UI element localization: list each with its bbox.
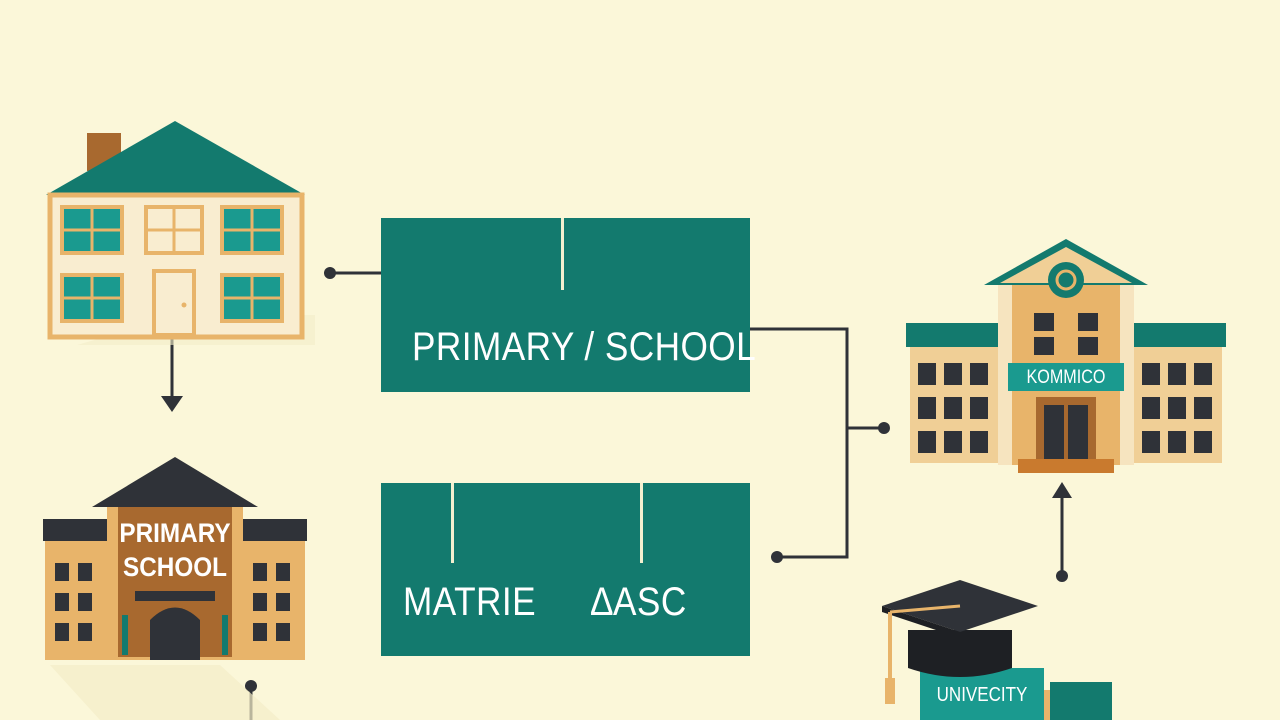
primary-school-box: PRIMARY / SCHOOL bbox=[381, 218, 756, 392]
connector-boxes-bracket bbox=[750, 327, 849, 559]
arrow-head-up bbox=[1052, 482, 1072, 498]
university-sign: UNIVECITY bbox=[936, 684, 1028, 706]
matrie-asc-box: MATRIE ∆ ASC bbox=[381, 483, 750, 656]
connector-dot bbox=[245, 680, 257, 692]
connector-dot bbox=[324, 267, 336, 279]
box-divider bbox=[561, 218, 564, 290]
campus-sign: KOMMICO bbox=[1026, 367, 1106, 388]
asc-label: ASC bbox=[613, 580, 687, 624]
primary-school-sign-line2: SCHOOL bbox=[123, 552, 227, 582]
primary-school-sign-line1: PRIMARY bbox=[119, 518, 231, 548]
emblem-icon bbox=[1048, 262, 1084, 298]
arrow-head-down bbox=[161, 396, 183, 412]
connector-dot bbox=[1056, 570, 1068, 582]
asc-glyph: ∆ bbox=[591, 580, 613, 624]
primary-school-building bbox=[43, 457, 307, 720]
box-divider bbox=[640, 483, 643, 563]
connector-dot bbox=[771, 551, 783, 563]
university-illustration bbox=[882, 580, 1112, 720]
primary-school-sign: PRIMARY SCHOOL bbox=[111, 516, 239, 584]
house-illustration bbox=[46, 121, 315, 345]
campus-building bbox=[906, 239, 1226, 473]
matrie-label: MATRIE bbox=[403, 580, 537, 624]
connector-dot bbox=[878, 422, 890, 434]
graduation-cap-icon bbox=[908, 630, 1012, 677]
primary-school-box-label: PRIMARY / SCHOOL bbox=[412, 325, 757, 369]
box-divider bbox=[451, 483, 454, 563]
